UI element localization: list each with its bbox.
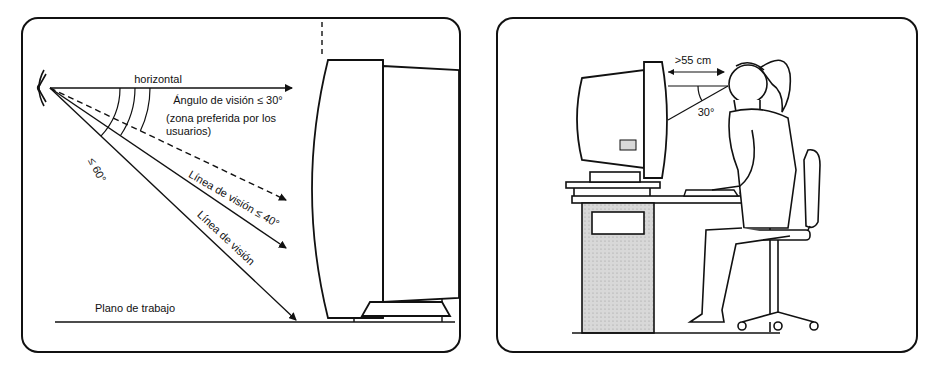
sight-line-40 — [50, 88, 286, 248]
preferred-sight-line — [50, 88, 286, 200]
angle-arc-30 — [140, 88, 150, 131]
angle-arc — [698, 86, 702, 101]
monitor-side-view — [312, 60, 459, 322]
panel-left — [22, 18, 460, 352]
reference-dashed-line — [321, 22, 322, 56]
distance-label: >55 cm — [675, 54, 711, 67]
angle-label: Ángulo de visión ≤ 30° — [173, 94, 283, 107]
panel-right — [497, 18, 917, 352]
monitor — [577, 62, 667, 178]
horizontal-line — [50, 87, 292, 88]
seated-person — [690, 60, 796, 322]
sight-line-60 — [50, 88, 296, 320]
axis-label: horizontal — [134, 73, 182, 86]
eye-symbol — [38, 70, 46, 106]
angle-label: 30° — [698, 106, 715, 119]
angle-arc-40 — [121, 88, 136, 136]
sight-line-lower — [668, 86, 728, 120]
note-label: (zona preferida por los usuarios) — [166, 112, 278, 137]
angle-arc-60 — [101, 88, 120, 136]
distance-dimension — [668, 71, 724, 72]
work-plane-line — [55, 321, 455, 323]
plane-label: Plano de trabajo — [95, 302, 175, 315]
